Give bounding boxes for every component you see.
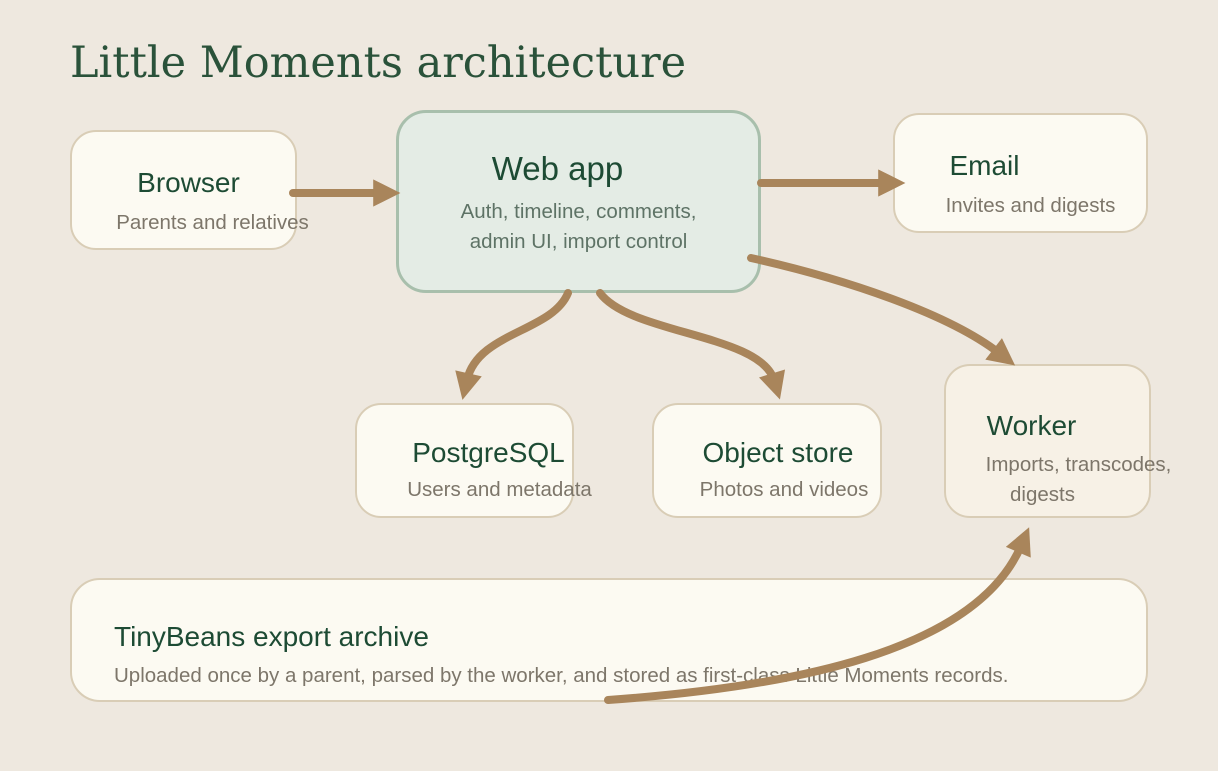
edge-webapp-to-worker [747, 254, 1016, 366]
node-tinybeans-archive-title: TinyBeans export archive [114, 621, 429, 652]
node-browser-subtitle: Parents and relatives [116, 211, 309, 234]
node-tinybeans-archive-subtitle: Uploaded once by a parent, parsed by the… [114, 664, 1009, 687]
node-webapp-subtitle-line2: admin UI, import control [469, 230, 688, 253]
node-worker: Worker Imports, transcodes, digests [944, 364, 1172, 518]
node-object-store-subtitle: Photos and videos [699, 478, 869, 501]
node-worker-subtitle: Imports, transcodes, digests [955, 450, 1172, 510]
node-worker-title: Worker [986, 410, 1077, 441]
node-webapp-subtitle-line1: Auth, timeline, comments, [460, 200, 697, 223]
diagram-title: Little Moments architecture [70, 38, 687, 88]
node-postgresql-subtitle: Users and metadata [407, 478, 592, 501]
node-webapp: Web app Auth, timeline, comments, admin … [396, 110, 761, 293]
node-email-subtitle: Invites and digests [945, 194, 1116, 217]
node-worker-subtitle-line1: Imports, transcodes, [985, 453, 1172, 476]
node-webapp-title: Web app [491, 150, 624, 187]
node-email: Email Invites and digests [893, 113, 1148, 233]
node-webapp-subtitle: Auth, timeline, comments, admin UI, impo… [461, 197, 697, 257]
node-browser: Browser Parents and relatives [70, 130, 309, 250]
node-tinybeans-archive: TinyBeans export archive Uploaded once b… [70, 578, 1148, 702]
node-object-store-title: Object store [702, 437, 854, 468]
node-object-store: Object store Photos and videos [652, 403, 882, 518]
edge-webapp-to-postgresql [455, 289, 572, 400]
edge-webapp-to-object-store [596, 289, 786, 400]
node-worker-subtitle-line2: digests [1010, 483, 1075, 506]
node-browser-title: Browser [137, 167, 240, 198]
node-email-title: Email [949, 150, 1020, 181]
node-postgresql-title: PostgreSQL [412, 437, 565, 468]
node-postgresql: PostgreSQL Users and metadata [355, 403, 592, 518]
